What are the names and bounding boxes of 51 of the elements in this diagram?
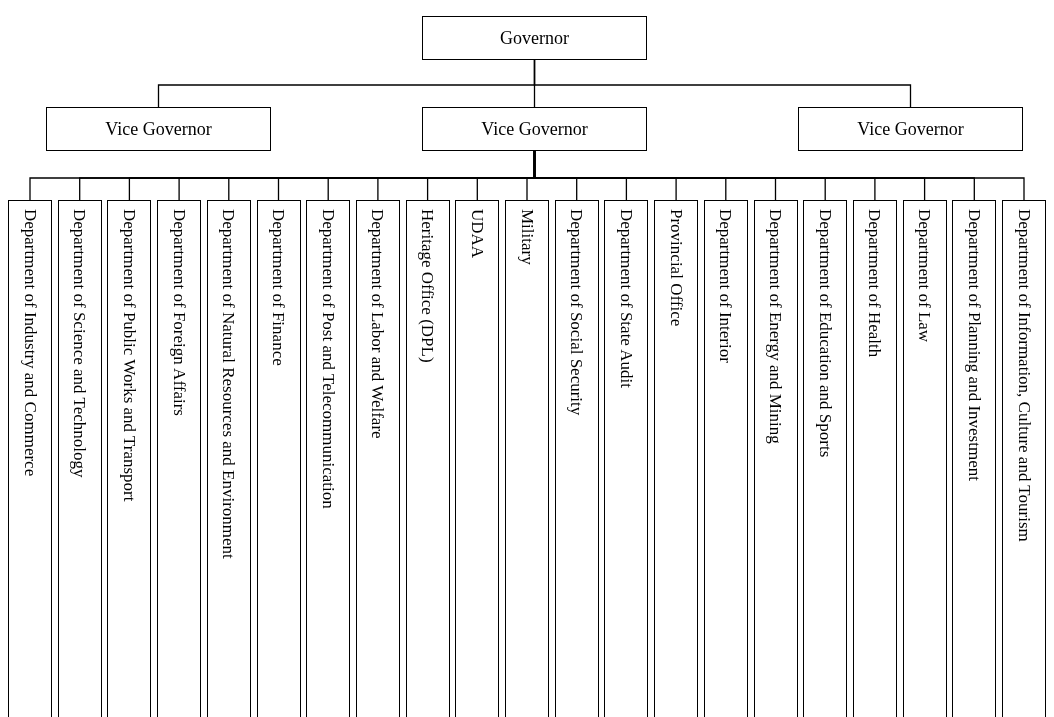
org-box bbox=[1002, 200, 1046, 717]
box-label: Department of Education and Sports bbox=[816, 209, 834, 458]
org-box bbox=[455, 200, 500, 717]
org-box bbox=[803, 200, 848, 717]
box-label: Department of Finance bbox=[270, 209, 287, 366]
box-label: Department of Science and Technology bbox=[71, 209, 89, 478]
org-box bbox=[206, 200, 251, 717]
org-box bbox=[753, 200, 798, 717]
org-box bbox=[422, 107, 647, 151]
org-box bbox=[422, 16, 647, 60]
box-label: Department of Health bbox=[866, 209, 884, 358]
box-label: Department of Natural Resources and Environment bbox=[220, 209, 238, 559]
box-label: Vice Governor bbox=[857, 118, 964, 140]
org-box bbox=[405, 200, 450, 717]
box-label: Department of Foreign Affairs bbox=[170, 209, 188, 416]
org-box bbox=[256, 200, 301, 717]
connector-line bbox=[533, 59, 912, 108]
box-label: Governor bbox=[500, 27, 569, 49]
box-label: Department of Social Security bbox=[568, 209, 586, 416]
org-box bbox=[902, 200, 947, 717]
org-box bbox=[654, 200, 699, 717]
org-box bbox=[57, 200, 102, 717]
org-box bbox=[46, 107, 271, 151]
box-label: Department of Industry and Commerce bbox=[21, 209, 39, 477]
org-box bbox=[798, 107, 1023, 151]
box-label: Heritage Office (DPL) bbox=[419, 209, 437, 363]
box-label: Department of Planning and Investment bbox=[965, 209, 983, 481]
box-label: Department of Post and Telecommunication bbox=[319, 209, 337, 509]
box-label: Department of State Audit bbox=[617, 209, 635, 388]
box-label: Vice Governor bbox=[481, 118, 588, 140]
box-label: Department of Labor and Welfare bbox=[369, 209, 387, 439]
box-label: Department of Law bbox=[916, 209, 934, 343]
box-label: Department of Energy and Mining bbox=[767, 209, 784, 444]
org-box bbox=[703, 200, 748, 717]
box-label: Department of Information, Culture and Tourism bbox=[1015, 209, 1033, 542]
org-box bbox=[505, 200, 549, 717]
box-label: Department of Interior bbox=[717, 209, 735, 363]
box-label: Vice Governor bbox=[105, 118, 212, 140]
box-label: Department of Public Works and Transport bbox=[120, 209, 138, 502]
box-label: Military bbox=[518, 209, 536, 265]
box-label: Provincial Office bbox=[667, 209, 685, 327]
org-box bbox=[604, 200, 649, 717]
org-box bbox=[952, 200, 997, 717]
org-box bbox=[554, 200, 599, 717]
box-label: UDAA bbox=[468, 209, 486, 259]
org-box bbox=[306, 200, 351, 717]
org-box bbox=[852, 200, 897, 717]
org-box bbox=[355, 200, 400, 717]
org-box bbox=[8, 200, 52, 717]
org-box bbox=[107, 200, 152, 717]
org-box bbox=[157, 200, 202, 717]
